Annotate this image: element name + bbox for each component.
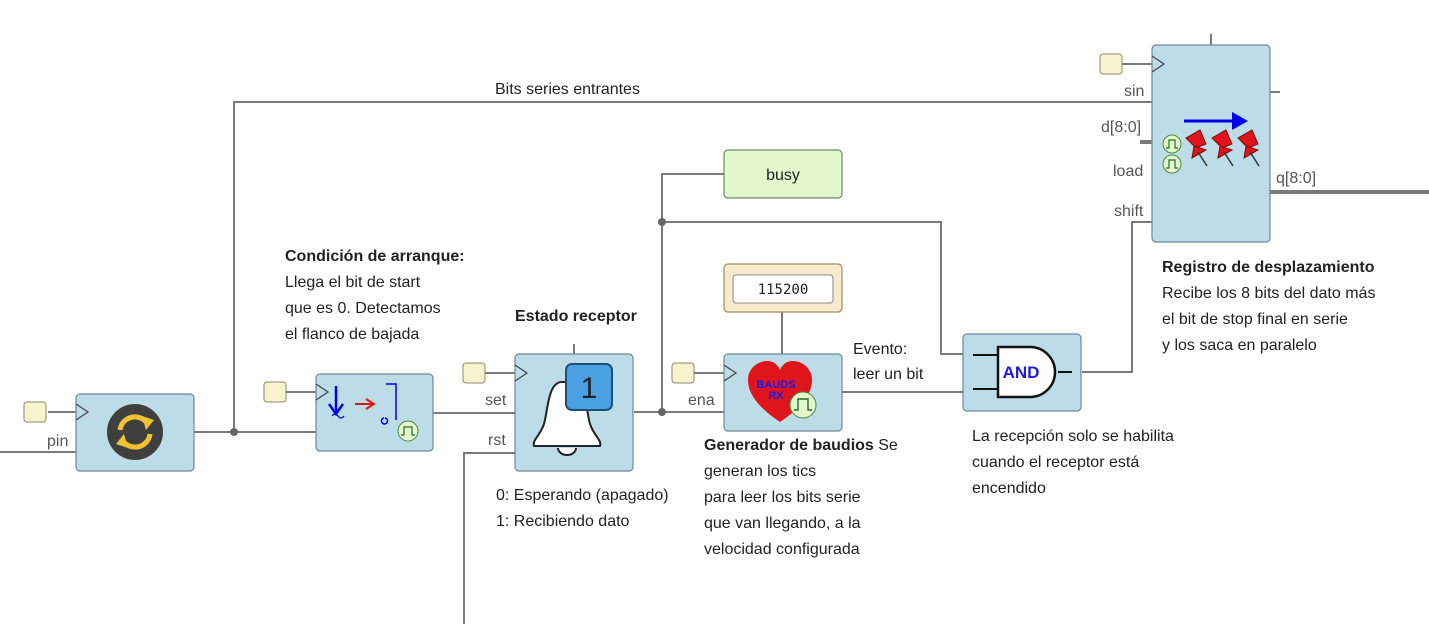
state-number: 1 — [581, 372, 598, 405]
clock-triangle — [723, 364, 738, 382]
sync-icon — [107, 404, 163, 460]
and-label: AND — [1003, 363, 1040, 382]
port-q: q[8:0] — [1276, 170, 1316, 187]
pulse-icon-bg — [397, 420, 419, 442]
state-register-block[interactable]: 1 set rst — [485, 353, 634, 472]
pulse-icon-bg — [1162, 134, 1182, 154]
annotation-title-tail: Se — [873, 437, 898, 454]
annotation-and-note: La recepción solo se habilita cuando el … — [972, 424, 1174, 502]
baud-constant[interactable]: 115200 — [723, 263, 843, 313]
note-icon — [380, 383, 397, 425]
rx-text: RX — [768, 390, 784, 402]
annotation-start-condition: Condición de arranque: Llega el bit de s… — [285, 244, 465, 348]
shift-register-block[interactable]: sin d[8:0] load shift q[8:0] — [1101, 44, 1316, 243]
clock-tab[interactable] — [1099, 53, 1123, 75]
junction-bits — [230, 428, 238, 436]
annotation-line: para leer los bits serie — [704, 489, 861, 506]
clock-tab[interactable] — [263, 381, 287, 403]
annotation-line: que es 0. Detectamos — [285, 300, 441, 317]
junction-state-and — [658, 218, 666, 226]
clock-triangle — [1151, 55, 1166, 73]
wire-bits-series — [233, 101, 1152, 432]
bauds-text: BAUDS — [756, 379, 795, 391]
annotation-line: el flanco de bajada — [285, 326, 420, 343]
annotation-line: velocidad configurada — [704, 541, 860, 558]
port-rst: rst — [488, 432, 506, 449]
sync-arrowhead-top — [142, 416, 154, 430]
annotation-line: 1: Recibiendo dato — [496, 513, 630, 530]
annotation-shift-register: Registro de desplazamiento Recibe los 8 … — [1162, 255, 1375, 359]
port-set: set — [485, 392, 507, 409]
clock-triangle — [514, 364, 529, 382]
sync-arrowhead-bottom — [116, 434, 128, 448]
clock-tab[interactable] — [671, 362, 695, 384]
pulse-icon-bg — [789, 391, 817, 419]
wire-state-to-busy — [661, 173, 724, 412]
wire-label-evento: Evento: — [853, 341, 907, 358]
wire-state-to-and — [662, 221, 963, 355]
annotation-line: cuando el receptor está — [972, 454, 1140, 471]
bell-clapper — [557, 447, 577, 456]
clock-triangle — [75, 403, 90, 421]
state-number-badge — [565, 363, 613, 411]
annotation-line: Recibe los 8 bits del dato más — [1162, 285, 1376, 302]
port-shift: shift — [1114, 203, 1144, 220]
port-ena: ena — [688, 392, 715, 409]
annotation-line: el bit de stop final en serie — [1162, 311, 1348, 328]
port-load: load — [1113, 163, 1143, 180]
wave-squiggle — [331, 413, 345, 419]
baud-generator-block[interactable]: BAUDS RX ena — [688, 353, 843, 432]
and-gate-block[interactable]: AND — [962, 333, 1082, 412]
junction-state-out — [658, 408, 666, 416]
annotation-line: generan los tics — [704, 463, 817, 480]
and-gate-icon — [996, 345, 1057, 399]
annotation-title: Registro de desplazamiento — [1162, 259, 1375, 276]
pulse-icon — [1166, 139, 1178, 149]
port-sin: sin — [1124, 83, 1144, 100]
busy-label: busy — [766, 167, 800, 184]
baud-value-field[interactable] — [732, 274, 834, 304]
clock-tab[interactable] — [23, 401, 47, 423]
wires — [0, 34, 1280, 624]
pulse-icon — [1166, 159, 1178, 169]
annotation-line: y los saca en paralelo — [1162, 337, 1317, 354]
wire-rst — [463, 452, 515, 624]
falling-edge-block[interactable] — [315, 373, 434, 452]
annotation-title: Condición de arranque: — [285, 248, 465, 265]
baud-value: 115200 — [758, 282, 809, 298]
annotation-estado-values: 0: Esperando (apagado) 1: Recibiendo dat… — [496, 483, 669, 535]
pulse-icon-bg — [1162, 154, 1182, 174]
clock-tab[interactable] — [462, 362, 486, 384]
annotation-line: 0: Esperando (apagado) — [496, 487, 669, 504]
port-d: d[8:0] — [1101, 119, 1141, 136]
clock-triangle — [315, 383, 330, 401]
annotation-line: La recepción solo se habilita — [972, 428, 1174, 445]
busy-output[interactable]: busy — [723, 149, 843, 199]
port-pin: pin — [47, 433, 68, 450]
wire-label-leer-bit: leer un bit — [853, 366, 924, 383]
pulse-icon — [794, 398, 812, 411]
shift-arrowhead — [1232, 112, 1248, 130]
annotation-line: Llega el bit de start — [285, 274, 421, 291]
annotation-line: encendido — [972, 480, 1046, 497]
and-input-lines — [973, 354, 1072, 390]
wire-label-bits-series: Bits series entrantes — [495, 81, 640, 98]
annotation-baud-generator: Generador de baudios Se generan los tics… — [704, 433, 898, 563]
annotation-title: Estado receptor — [515, 308, 637, 325]
sync-block[interactable]: pin — [47, 393, 195, 472]
annotation-title: Generador de baudios — [704, 437, 874, 454]
wire-and-to-shift — [1082, 221, 1152, 373]
pulse-icon — [401, 426, 415, 436]
annotation-line: que van llegando, a la — [704, 515, 861, 532]
annotation-estado-title: Estado receptor — [515, 304, 637, 330]
pushpin-icons — [1185, 129, 1260, 167]
clock-inputs — [23, 53, 1123, 423]
red-arrow-icon — [355, 398, 376, 410]
